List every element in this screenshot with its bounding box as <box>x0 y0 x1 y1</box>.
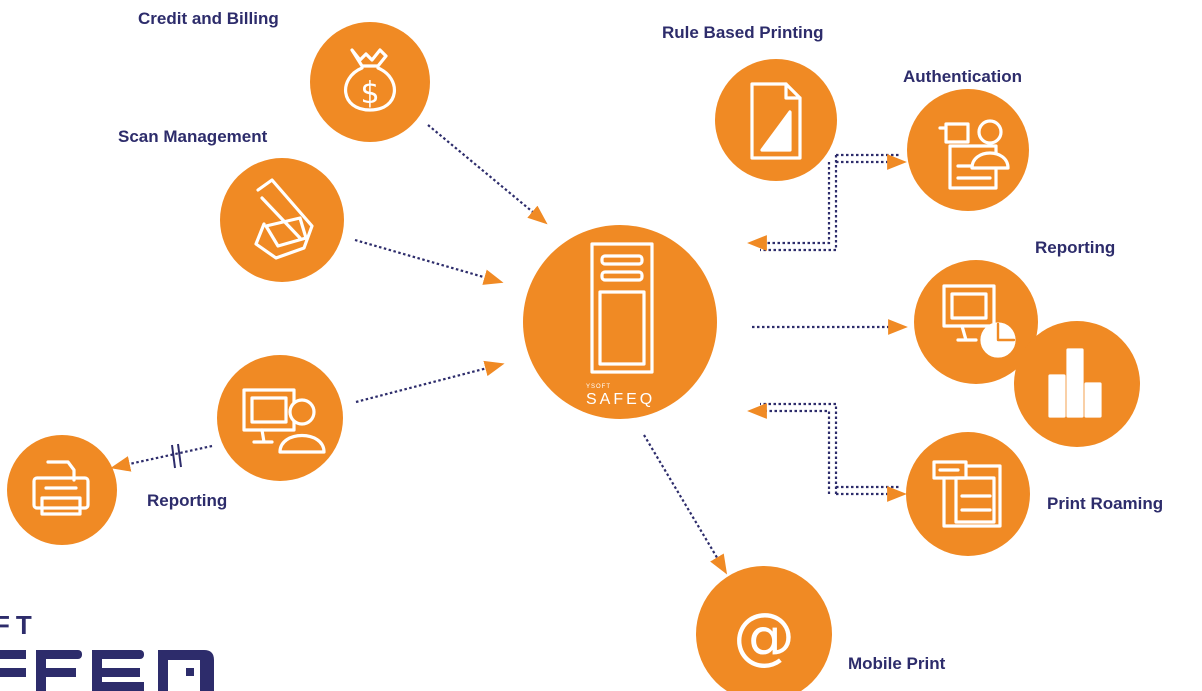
connector-auth-to-server-2 <box>747 162 831 251</box>
monitor-pie-icon <box>942 284 1016 358</box>
node-rule-based-printing <box>715 59 837 181</box>
label-rule-based-printing: Rule Based Printing <box>662 23 824 42</box>
node-print-roaming <box>906 432 1030 556</box>
label-mobile-print: Mobile Print <box>848 654 946 673</box>
server-brand-large: SAFEQ <box>586 391 655 408</box>
label-reporting-right: Reporting <box>1035 238 1116 257</box>
node-authentication <box>907 89 1029 211</box>
label-credit-billing: Credit and Billing <box>138 9 279 28</box>
label-authentication: Authentication <box>903 67 1022 86</box>
connector-reporting-left-to-server <box>355 360 505 404</box>
document-icon <box>750 82 802 160</box>
label-scan-management: Scan Management <box>118 127 268 146</box>
server-tower-icon <box>590 242 654 374</box>
label-print-roaming: Print Roaming <box>1047 494 1164 513</box>
connector-roaming-to-server <box>760 402 838 494</box>
printer-icon-roaming <box>932 460 1002 528</box>
server-brand-small: YSOFT <box>586 384 611 390</box>
node-printer-left <box>7 435 117 545</box>
node-mobile-print <box>696 566 832 691</box>
svg-text:@: @ <box>733 599 795 672</box>
user-printer-icon <box>938 119 1010 190</box>
bar-chart-icon <box>1048 348 1102 418</box>
logo-partial-top: FT <box>0 610 38 640</box>
connector-server-to-mobile <box>643 434 728 575</box>
node-server <box>523 225 717 419</box>
connector-credit-to-server <box>427 124 548 225</box>
money-bag-icon: $ <box>344 48 396 112</box>
node-reporting-left <box>217 355 343 481</box>
connector-scan-to-server <box>354 238 504 285</box>
svg-text:$: $ <box>360 76 379 111</box>
label-reporting-left: Reporting <box>147 491 228 510</box>
connector-auth-to-server <box>760 155 838 252</box>
ysoft-safeq-logo: FT <box>0 610 214 691</box>
connector-roaming-to-server-2 <box>747 403 831 494</box>
scanner-icon <box>254 178 314 260</box>
connector-reporting-to-printer <box>110 444 213 472</box>
at-sign-icon: @ <box>733 599 795 672</box>
node-credit-billing <box>310 22 430 142</box>
connector-break-mark <box>171 443 182 469</box>
printer-icon-left <box>32 460 90 516</box>
connectors <box>110 124 908 575</box>
monitor-user-icon <box>242 388 326 454</box>
